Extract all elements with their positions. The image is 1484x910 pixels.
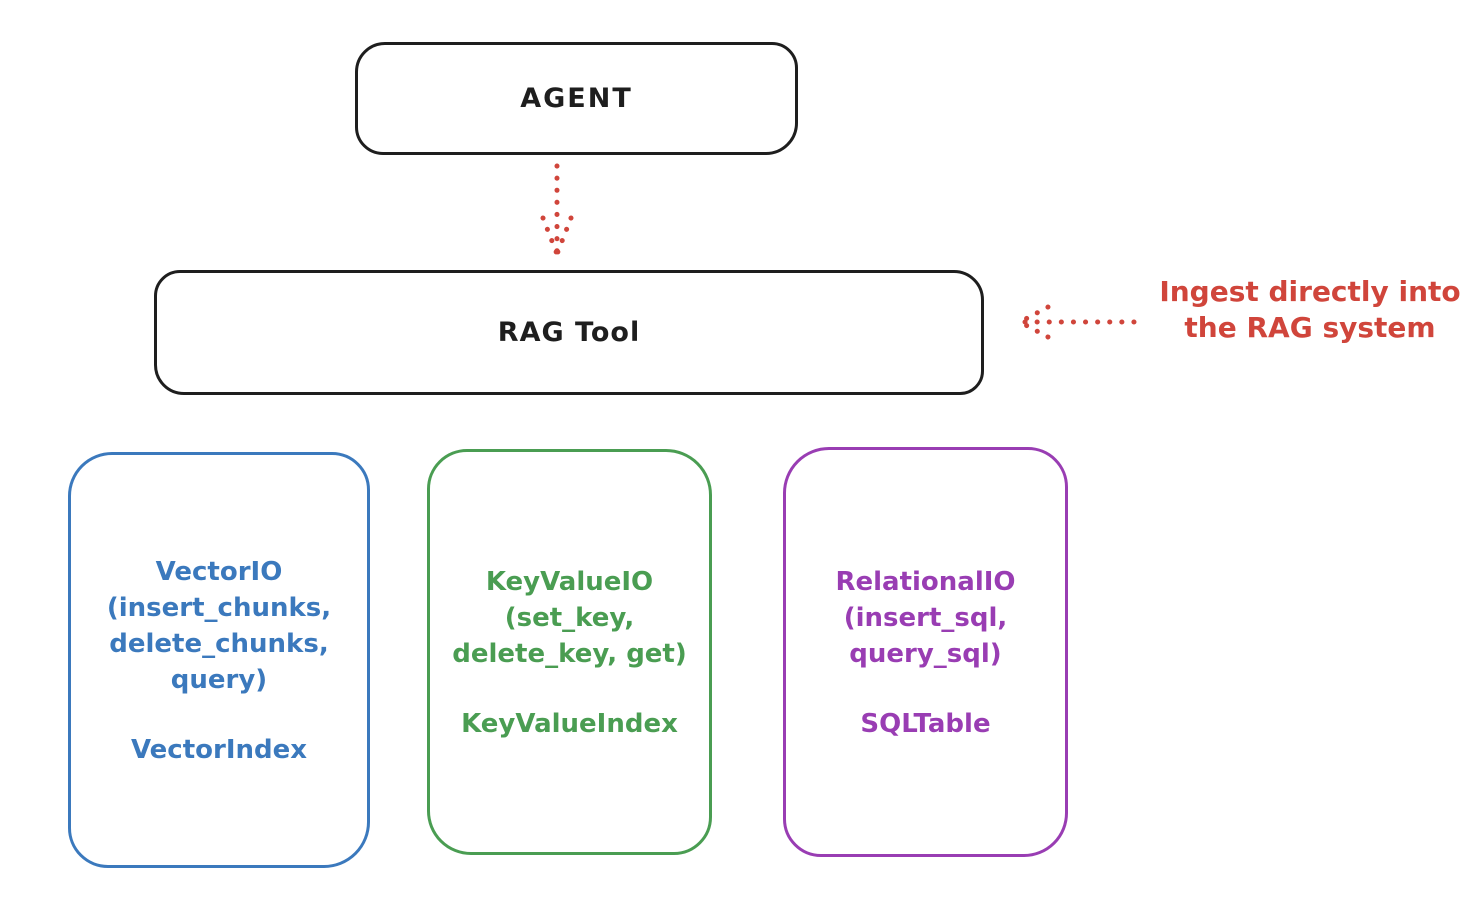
key-value-io-method-line-1: (set_key, [504, 603, 635, 634]
agent-node-label: AGENT [520, 83, 633, 114]
vector-io-title: VectorIO [155, 557, 283, 588]
key-value-io-title: KeyValueIO [485, 567, 654, 598]
ingest-arrow [1017, 304, 1137, 340]
key-value-index-label: KeyValueIndex [461, 708, 678, 739]
vector-io-method-line-2: delete_chunks, [109, 629, 329, 659]
key-value-io-node: KeyValueIO (set_key, delete_key, get) Ke… [427, 449, 712, 855]
vector-index-label: VectorIndex [130, 734, 308, 765]
agent-to-rag-arrow [540, 163, 574, 257]
rag-tool-node-label: RAG Tool [497, 317, 641, 348]
rag-tool-node: RAG Tool [154, 270, 984, 395]
relational-io-method-line-2: query_sql) [849, 638, 1002, 669]
vector-io-method-line-3: query) [170, 664, 268, 695]
sql-table-label: SQLTable [860, 708, 991, 739]
vector-io-methods: VectorIO (insert_chunks, delete_chunks, … [107, 555, 331, 699]
relational-io-title: RelationalIO [835, 567, 1016, 598]
relational-io-node: RelationalIO (insert_sql, query_sql) SQL… [783, 447, 1068, 857]
vector-io-node: VectorIO (insert_chunks, delete_chunks, … [68, 452, 370, 868]
vector-io-method-line-1: (insert_chunks, [106, 593, 332, 624]
ingest-annotation: Ingest directly into the RAG system [1138, 274, 1482, 347]
relational-io-method-line-1: (insert_sql, [843, 603, 1008, 634]
agent-node: AGENT [355, 42, 798, 155]
relational-io-methods: RelationalIO (insert_sql, query_sql) [835, 565, 1015, 673]
key-value-io-methods: KeyValueIO (set_key, delete_key, get) [452, 565, 687, 673]
ingest-annotation-line-1: Ingest directly into [1159, 275, 1461, 308]
key-value-io-method-line-2: delete_key, get) [452, 638, 687, 669]
ingest-annotation-line-2: the RAG system [1184, 311, 1436, 345]
